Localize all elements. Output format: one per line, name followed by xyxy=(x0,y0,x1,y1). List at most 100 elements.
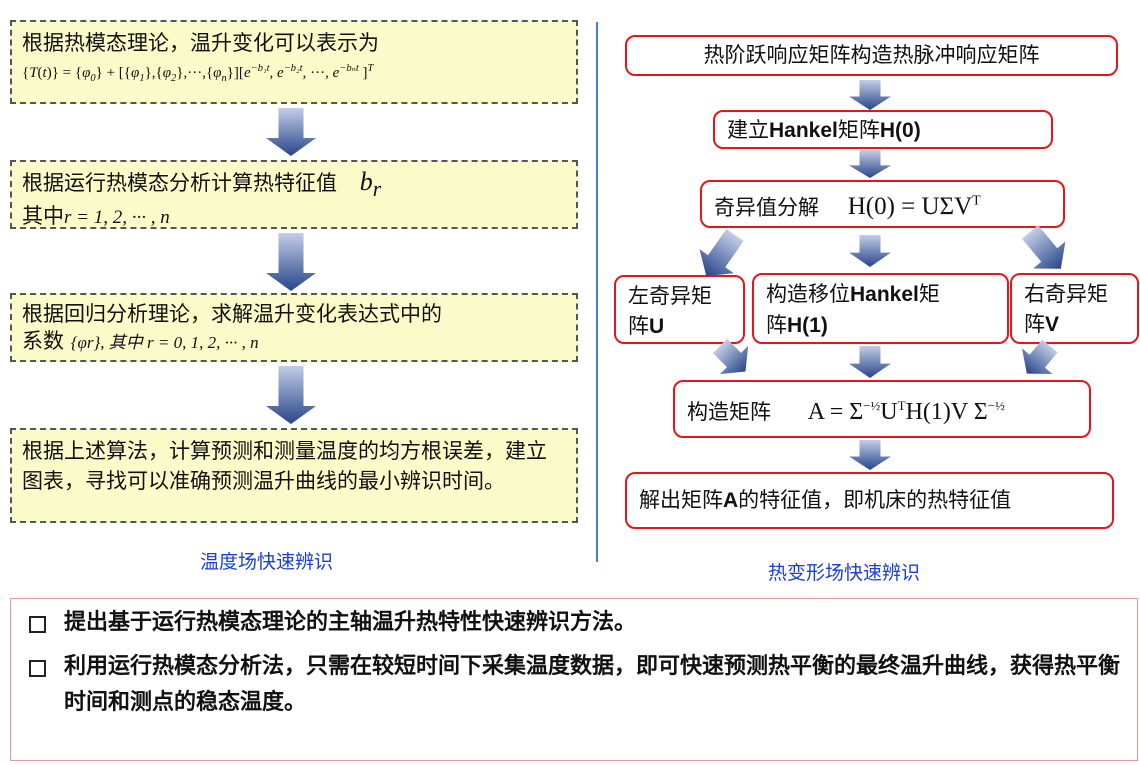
down-arrow-icon xyxy=(699,228,744,276)
range-formula: r = 1, 2, ··· , n xyxy=(64,207,170,229)
text-bold: H(0) xyxy=(879,119,921,142)
down-arrow-icon xyxy=(849,150,891,178)
step-text-prefix: 系数 xyxy=(22,329,64,353)
down-arrow-icon xyxy=(849,440,891,470)
formula-part: , xyxy=(269,65,278,81)
step-text: 根据运行热模态分析计算热特征值 xyxy=(22,171,337,195)
text: 解出矩阵 xyxy=(639,488,723,512)
formula-part: },{ xyxy=(144,65,163,81)
bullet-item: 利用运行热模态分析法，只需在较短时间下采集温度数据，即可快速预测热平衡的最终温升… xyxy=(29,649,1121,721)
formula-text: H(1)V Σ xyxy=(905,399,988,425)
text: 右奇异矩 xyxy=(1024,282,1108,306)
formula-text: A = Σ xyxy=(807,399,864,425)
formula-sup: T xyxy=(972,194,981,209)
step-box-eigenvalue: 根据运行热模态分析计算热特征值 br 其中r = 1, 2, ··· , n xyxy=(10,160,578,229)
formula-part: φ xyxy=(213,65,222,81)
formula-part: t xyxy=(42,65,47,81)
formula-part: ] xyxy=(358,65,368,81)
text: 左奇异矩 xyxy=(628,284,712,308)
symbol-b-sub: r xyxy=(372,177,382,202)
square-bullet-icon xyxy=(29,660,46,677)
step-box-construct-a: 构造矩阵 A = Σ−½UTH(1)V Σ−½ xyxy=(673,380,1091,438)
down-arrow-icon xyxy=(266,233,316,291)
coefficient-formula: {φr}, 其中 r = 0, 1, 2, ··· , n xyxy=(70,333,259,352)
down-arrow-icon xyxy=(1021,225,1066,269)
text-bold: Hankel xyxy=(850,283,919,306)
temperature-formula: {T(t)} = {φ0} + [{φ1},{φ2},···,{φn}][e−b… xyxy=(22,58,566,90)
formula-part: −b₁t xyxy=(250,63,270,74)
step-box-right-singular: 右奇异矩 阵V xyxy=(1010,273,1139,344)
formula-part: n xyxy=(221,73,227,84)
formula-part: e xyxy=(277,65,284,81)
step-box-regression: 根据回归分析理论，求解温升变化表达式中的 系数 {φr}, 其中 r = 0, … xyxy=(10,293,578,362)
step-box-hankel: 建立Hankel矩阵H(0) xyxy=(713,110,1053,149)
step-box-impulse-matrix: 热阶跃响应矩阵构造热脉冲响应矩阵 xyxy=(625,35,1118,76)
text: 阵 xyxy=(628,314,649,338)
formula-text: H(0) = UΣV xyxy=(847,193,973,221)
text: 矩阵 xyxy=(837,118,880,142)
down-arrow-icon xyxy=(849,235,891,267)
formula-part: e xyxy=(243,65,251,81)
down-arrow-icon xyxy=(266,108,316,156)
text-bold: A xyxy=(723,489,739,512)
step-text-prefix: 其中 xyxy=(22,204,64,229)
down-arrow-icon xyxy=(1021,339,1058,375)
formula-sup: T xyxy=(897,398,906,413)
step-text: 根据上述算法，计算预测和测量温度的均方根误差，建立图表，寻找可以准确预测温升曲线… xyxy=(22,439,547,493)
summary-box: 提出基于运行热模态理论的主轴温升热特性快速辨识方法。 利用运行热模态分析法，只需… xyxy=(10,598,1138,761)
text-bold: H(1) xyxy=(787,314,828,337)
formula-part: −b₂t xyxy=(283,63,303,74)
left-caption: 温度场快速辨识 xyxy=(200,551,334,573)
text: 构造移位 xyxy=(766,282,850,306)
bullet-text: 利用运行热模态分析法，只需在较短时间下采集温度数据，即可快速预测热平衡的最终温升… xyxy=(64,654,1121,715)
square-bullet-icon xyxy=(29,616,46,633)
text: 阵 xyxy=(766,313,787,337)
a-formula: A = Σ−½UTH(1)V Σ−½ xyxy=(807,398,1005,425)
text-bold: V xyxy=(1045,313,1060,336)
formula-part: , ···, xyxy=(302,65,333,81)
symbol-b-base: b xyxy=(359,167,373,196)
formula-part: −bₙt xyxy=(339,63,359,74)
formula-part: φ xyxy=(82,65,91,81)
formula-part: T xyxy=(29,65,38,81)
formula-part: { xyxy=(22,65,30,81)
divider xyxy=(596,22,598,562)
step-box-svd: 奇异值分解 H(0) = UΣVT xyxy=(700,180,1065,228)
formula-part: }][ xyxy=(226,65,244,81)
svd-formula: H(0) = UΣVT xyxy=(848,193,981,220)
symbol-b: br xyxy=(359,167,381,201)
text-bold: U xyxy=(649,315,665,338)
formula-part: ( xyxy=(37,65,43,81)
step-box-rmse: 根据上述算法，计算预测和测量温度的均方根误差，建立图表，寻找可以准确预测温升曲线… xyxy=(10,428,578,523)
right-caption: 热变形场快速辨识 xyxy=(768,562,921,584)
text: 的特征值，即机床的热特征值 xyxy=(738,488,1012,512)
text: 阵 xyxy=(1024,312,1045,336)
formula-sup: −½ xyxy=(863,398,881,413)
formula-part: 1 xyxy=(139,73,145,84)
formula-part: )} = { xyxy=(46,65,83,81)
formula-part: } + [{ xyxy=(95,65,131,81)
formula-part: 2 xyxy=(171,73,177,84)
step-text: 根据回归分析理论，求解温升变化表达式中的 xyxy=(22,302,442,326)
formula-part: φ xyxy=(162,65,172,81)
step-box-eigenvalues-a: 解出矩阵A的特征值，即机床的热特征值 xyxy=(625,472,1114,529)
down-arrow-icon xyxy=(712,338,749,375)
step-box-left-singular: 左奇异矩 阵U xyxy=(614,275,745,344)
text: 构造矩阵 xyxy=(687,400,771,424)
formula-part: T xyxy=(367,63,374,74)
formula-text: U xyxy=(880,399,898,425)
text: 建立 xyxy=(727,118,769,142)
step-text: 根据热模态理论，温升变化可以表示为 xyxy=(22,31,379,55)
down-arrow-icon xyxy=(849,346,891,378)
bullet-item: 提出基于运行热模态理论的主轴温升热特性快速辨识方法。 xyxy=(29,605,1121,641)
formula-part: 0 xyxy=(90,73,96,84)
text: 奇异值分解 xyxy=(714,195,819,220)
text-bold: Hankel xyxy=(769,119,838,142)
formula-sup: −½ xyxy=(987,398,1005,413)
step-box-thermal-modal: 根据热模态理论，温升变化可以表示为 {T(t)} = {φ0} + [{φ1},… xyxy=(10,20,578,104)
down-arrow-icon xyxy=(849,80,891,110)
formula-part: },···,{ xyxy=(176,65,214,81)
step-box-shifted-hankel: 构造移位Hankel矩 阵H(1) xyxy=(752,273,1009,344)
